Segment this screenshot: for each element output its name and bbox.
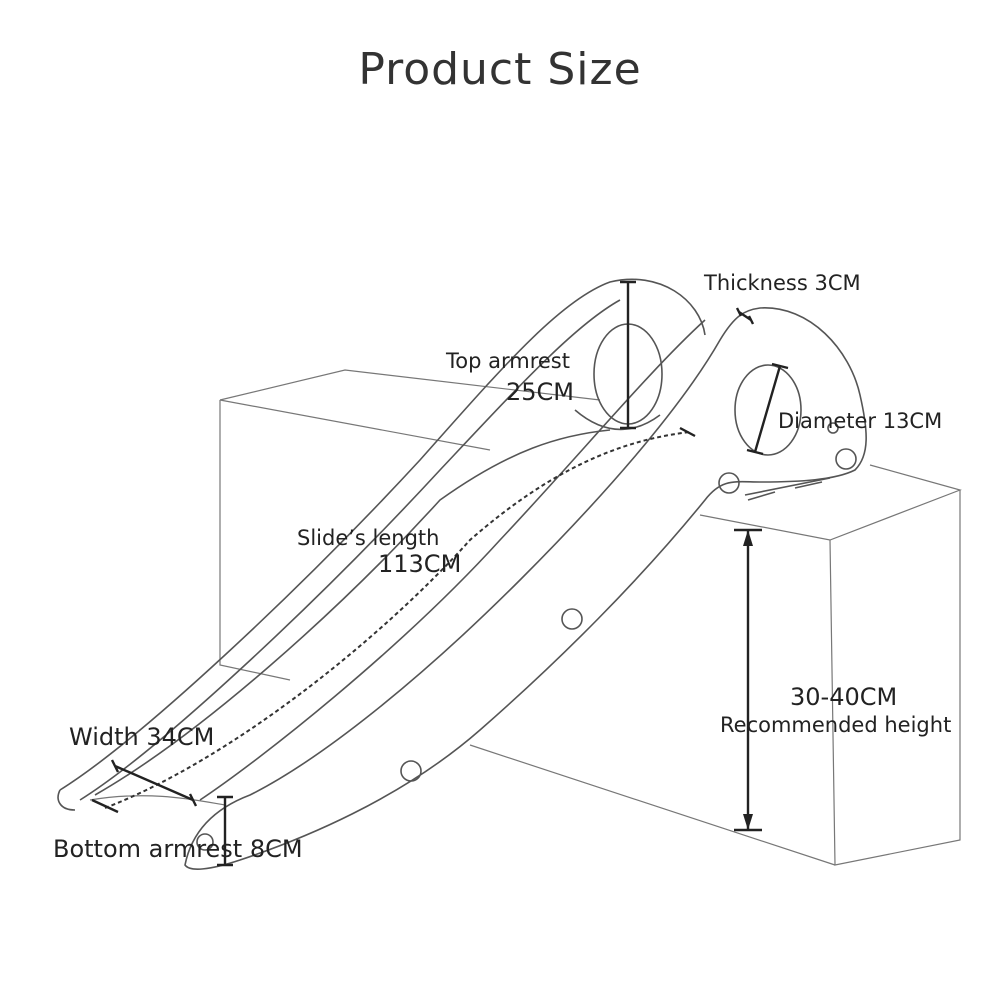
top-armrest-label: Top armrest xyxy=(446,349,570,373)
page-title: Product Size xyxy=(358,44,642,95)
height-value: 30-40CM xyxy=(790,683,898,711)
rivet xyxy=(561,608,583,630)
front-handle-hole xyxy=(734,364,802,456)
diameter-dimension xyxy=(746,362,789,456)
slide-front-rail xyxy=(184,307,867,870)
front-box xyxy=(469,464,962,866)
width-label: Width 34CM xyxy=(69,723,215,751)
slide-length-dimension xyxy=(104,431,691,809)
top-armrest-value: 25CM xyxy=(506,378,575,406)
slide-length-value: 113CM xyxy=(378,550,462,578)
height-label: Recommended height xyxy=(720,713,952,737)
back-box xyxy=(219,369,601,681)
bottom-armrest-label: Bottom armrest 8CM xyxy=(53,835,303,863)
thickness-dimension xyxy=(735,307,755,325)
slide-length-label: Slide’s length xyxy=(297,526,440,550)
rivet xyxy=(718,472,740,494)
diameter-label: Diameter 13CM xyxy=(778,409,943,433)
rivet xyxy=(196,833,214,851)
dimension-lines xyxy=(91,280,789,867)
height-dimension xyxy=(734,528,762,832)
width-dimension xyxy=(110,759,198,807)
thickness-label: Thickness 3CM xyxy=(704,271,861,295)
rivet xyxy=(835,448,857,470)
rivet xyxy=(827,422,839,434)
bottom-armrest-dimension xyxy=(217,795,233,867)
rivet xyxy=(400,760,422,782)
top-armrest-dimension xyxy=(620,280,636,430)
slide-bed xyxy=(89,429,611,806)
